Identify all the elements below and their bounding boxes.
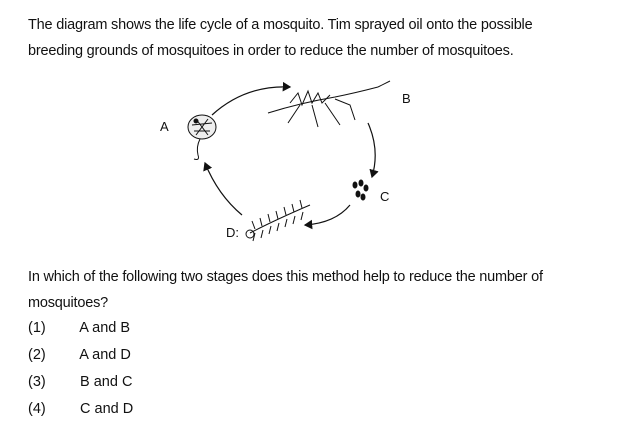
option-3[interactable]: (3) B and C: [28, 370, 132, 394]
mosquito-life-cycle-diagram: A B C D:: [160, 80, 411, 242]
option-4[interactable]: (4) C and D: [28, 397, 133, 421]
intro-line-1: The diagram shows the life cycle of a mo…: [28, 17, 533, 33]
option-2[interactable]: (2) A and D: [28, 343, 131, 367]
option-text: B and C: [80, 374, 133, 390]
adult-mosquito-icon: [267, 80, 391, 128]
arrow-c-to-d: [303, 204, 351, 230]
arrow-a-to-b: [211, 81, 292, 116]
intro-line-2: breeding grounds of mosquitoes in order …: [28, 43, 514, 59]
option-text: A and B: [79, 320, 131, 336]
arrow-d-to-a: [203, 161, 243, 216]
option-number: (2): [28, 347, 46, 363]
question-paragraph: In which of the following two stages doe…: [28, 264, 618, 316]
eggs-icon: [352, 179, 369, 201]
label-b: B: [402, 91, 411, 106]
option-number: (4): [28, 401, 46, 417]
option-1[interactable]: (1) A and B: [28, 316, 130, 340]
question-line-2: mosquitoes?: [28, 295, 109, 311]
intro-paragraph: The diagram shows the life cycle of a mo…: [28, 12, 618, 64]
option-text: A and D: [79, 347, 131, 363]
option-text: C and D: [80, 401, 134, 417]
pupa-stage-icon: [187, 114, 217, 160]
larva-icon: [245, 199, 311, 242]
label-c: C: [380, 189, 389, 204]
option-number: (3): [28, 374, 46, 390]
label-d: D:: [226, 225, 239, 240]
question-line-1: In which of the following two stages doe…: [28, 269, 543, 285]
label-a: A: [160, 119, 169, 134]
option-number: (1): [28, 320, 46, 336]
arrow-b-to-c: [367, 122, 379, 179]
